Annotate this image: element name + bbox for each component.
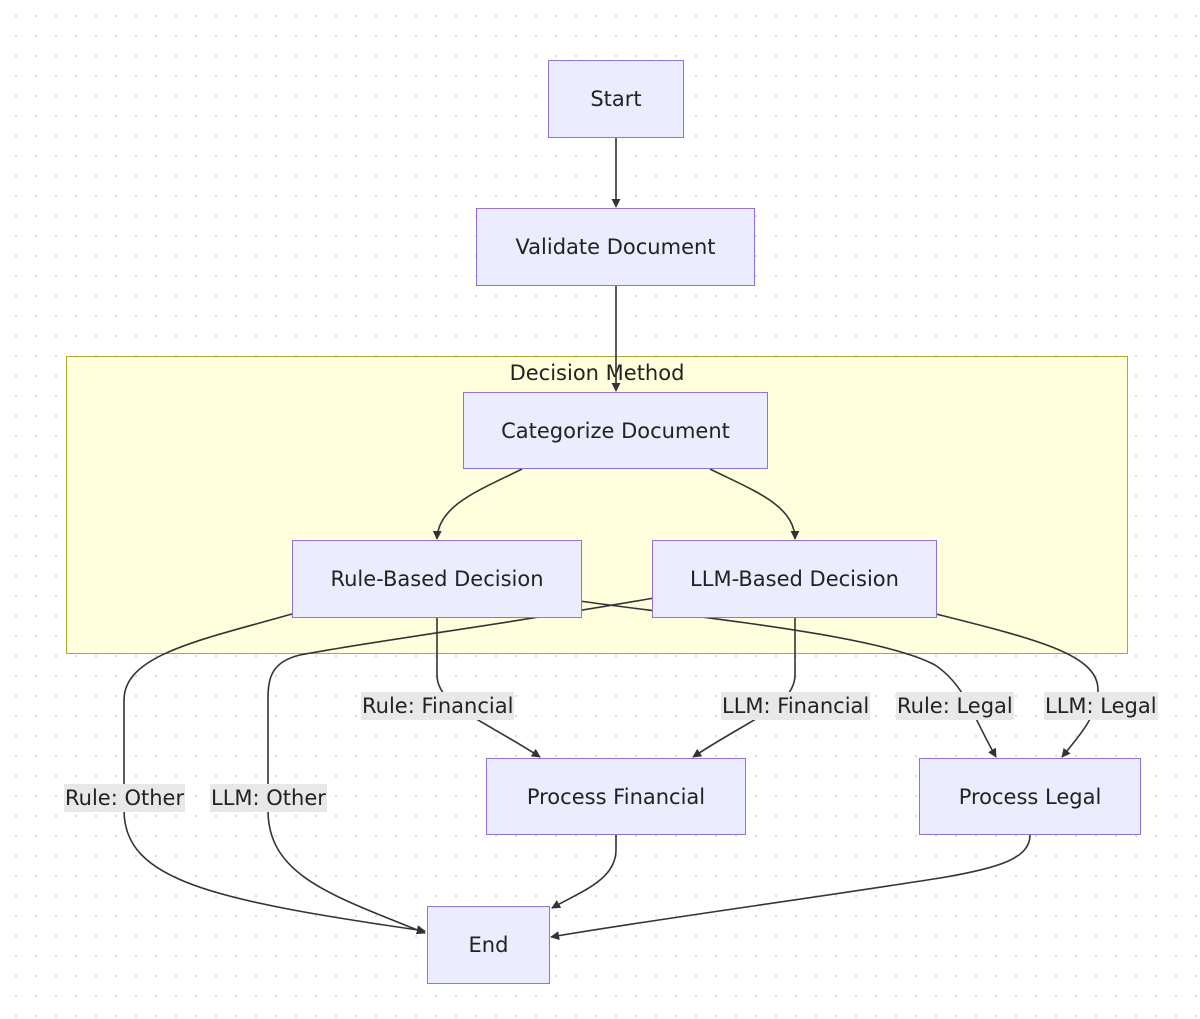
edge-label-llm-other: LLM: Other xyxy=(210,784,327,812)
edge-llm-legal xyxy=(935,613,1099,758)
node-categorize-document: Categorize Document xyxy=(463,392,768,469)
node-start: Start xyxy=(548,60,684,138)
edge-legal-end xyxy=(550,834,1031,941)
edge-rule-financial xyxy=(436,617,541,758)
edge-llm-financial xyxy=(692,617,796,758)
node-end: End xyxy=(427,906,550,984)
edge-categorize-rule xyxy=(432,468,523,540)
edge-llm-other xyxy=(267,597,655,935)
edge-label-rule-legal: Rule: Legal xyxy=(896,692,1014,720)
node-process-financial: Process Financial xyxy=(486,758,746,835)
edge-label-llm-financial: LLM: Financial xyxy=(721,692,871,720)
edge-label-rule-other: Rule: Other xyxy=(64,784,186,812)
edge-label-llm-legal: LLM: Legal xyxy=(1044,692,1158,720)
edge-rule-legal xyxy=(579,600,997,758)
edge-rule-other xyxy=(123,613,426,935)
node-process-legal: Process Legal xyxy=(919,758,1141,835)
subgraph-title: Decision Method xyxy=(509,361,685,385)
node-validate-document: Validate Document xyxy=(476,208,755,286)
node-llm-based-decision: LLM-Based Decision xyxy=(652,540,937,618)
edge-categorize-llm xyxy=(709,468,800,540)
node-rule-based-decision: Rule-Based Decision xyxy=(292,540,582,618)
edge-label-rule-financial: Rule: Financial xyxy=(361,692,515,720)
edge-financial-end xyxy=(551,835,617,909)
